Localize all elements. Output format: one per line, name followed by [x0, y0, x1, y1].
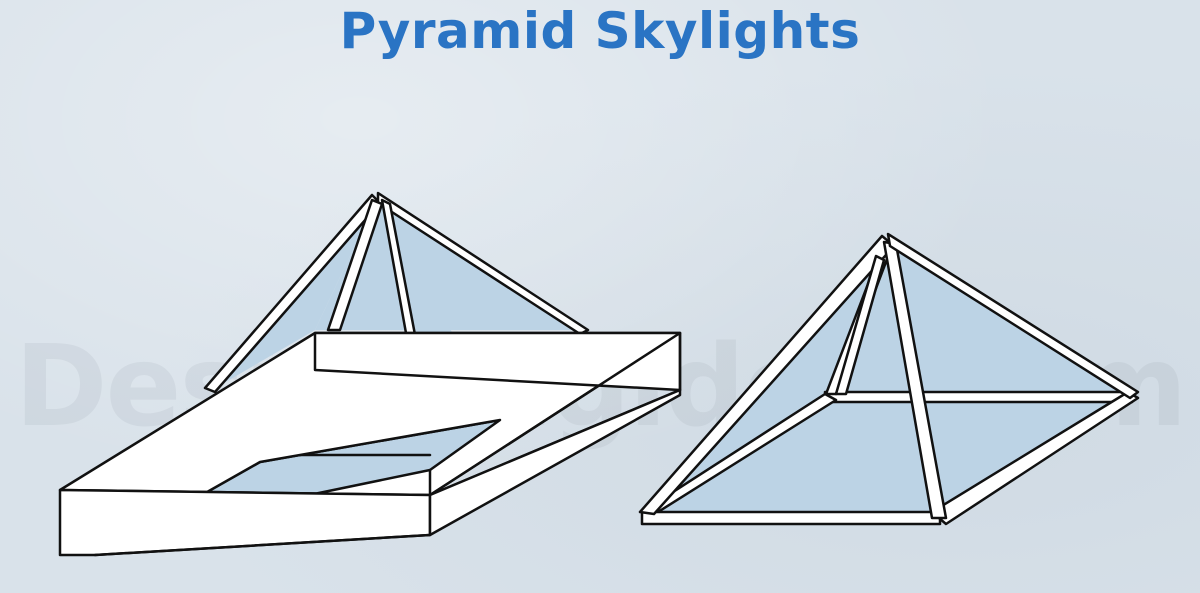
pyramid-skylight-icon	[638, 232, 1140, 526]
pyramid-skylight-curb-icon	[58, 191, 682, 557]
page-title: Pyramid Skylights	[339, 2, 861, 60]
